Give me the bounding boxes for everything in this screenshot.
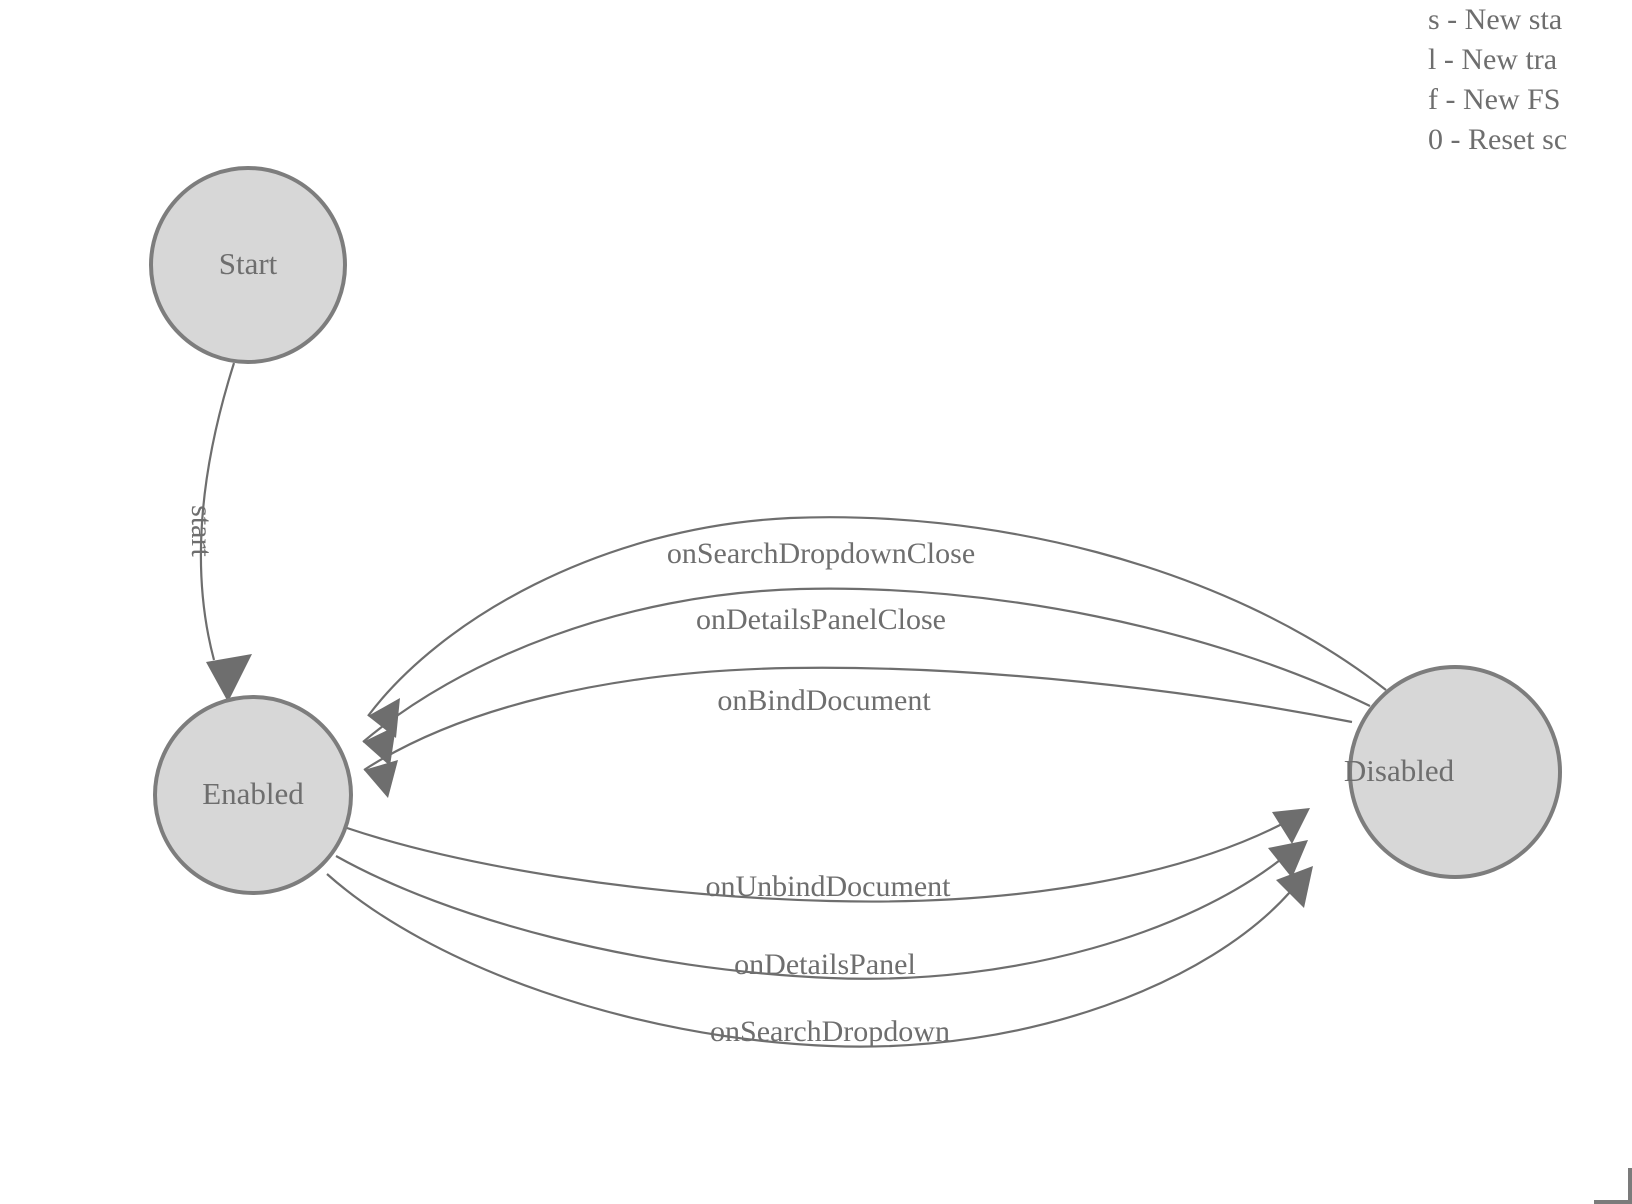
transition-arrowhead <box>364 760 398 798</box>
transition-onSearchDropdown[interactable] <box>326 866 1313 1048</box>
transition-arrowhead <box>1268 840 1308 878</box>
transition-edge-path <box>346 823 1283 903</box>
transition-label-start: start <box>185 505 218 557</box>
transition-label-onUnbindDocument: onUnbindDocument <box>706 870 952 903</box>
transition-onUnbindDocument[interactable] <box>346 808 1310 903</box>
transition-arrowhead <box>1276 866 1313 908</box>
transition-edge-path <box>335 855 1281 980</box>
state-node-circle <box>153 695 353 895</box>
help-shortcut-new-state: s - New sta <box>1428 3 1563 36</box>
help-shortcut-new-fsm: f - New FS <box>1428 83 1561 116</box>
state-node-enabled[interactable]: Enabled <box>153 695 353 895</box>
transition-label-onSearchDropdownClose: onSearchDropdownClose <box>667 537 975 570</box>
help-shortcuts-overlay: s - New sta l - New tra f - New FS 0 - R… <box>1428 0 1632 160</box>
help-shortcut-reset: 0 - Reset sc <box>1428 123 1568 156</box>
transition-label-onDetailsPanel: onDetailsPanel <box>734 948 916 981</box>
state-node-circle <box>1348 665 1562 879</box>
transition-start[interactable] <box>199 362 252 702</box>
transition-arrowhead <box>1272 808 1310 844</box>
help-shortcut-new-transition: l - New tra <box>1428 43 1558 76</box>
transition-edge-path <box>363 666 1353 771</box>
transition-onDetailsPanel[interactable] <box>335 840 1308 980</box>
transition-onBindDocument[interactable] <box>363 666 1353 798</box>
canvas-corner-handle[interactable] <box>1594 1168 1632 1204</box>
state-node-circle <box>149 166 347 364</box>
transition-edge-path <box>362 587 1371 743</box>
state-node-start[interactable]: Start <box>149 166 347 364</box>
state-node-label: Start <box>219 246 278 281</box>
transition-edge-path <box>199 362 236 661</box>
state-node-label: Disabled <box>1344 753 1455 788</box>
state-node-label: Enabled <box>202 776 304 811</box>
transition-label-onSearchDropdown: onSearchDropdown <box>710 1015 950 1048</box>
transition-edge-path <box>367 516 1387 717</box>
transition-arrowhead <box>206 654 252 702</box>
transition-edge-path <box>326 873 1291 1048</box>
transition-label-onDetailsPanelClose: onDetailsPanelClose <box>696 603 946 636</box>
state-node-disabled[interactable]: Disabled <box>1344 665 1562 879</box>
transition-label-onBindDocument: onBindDocument <box>717 684 931 717</box>
